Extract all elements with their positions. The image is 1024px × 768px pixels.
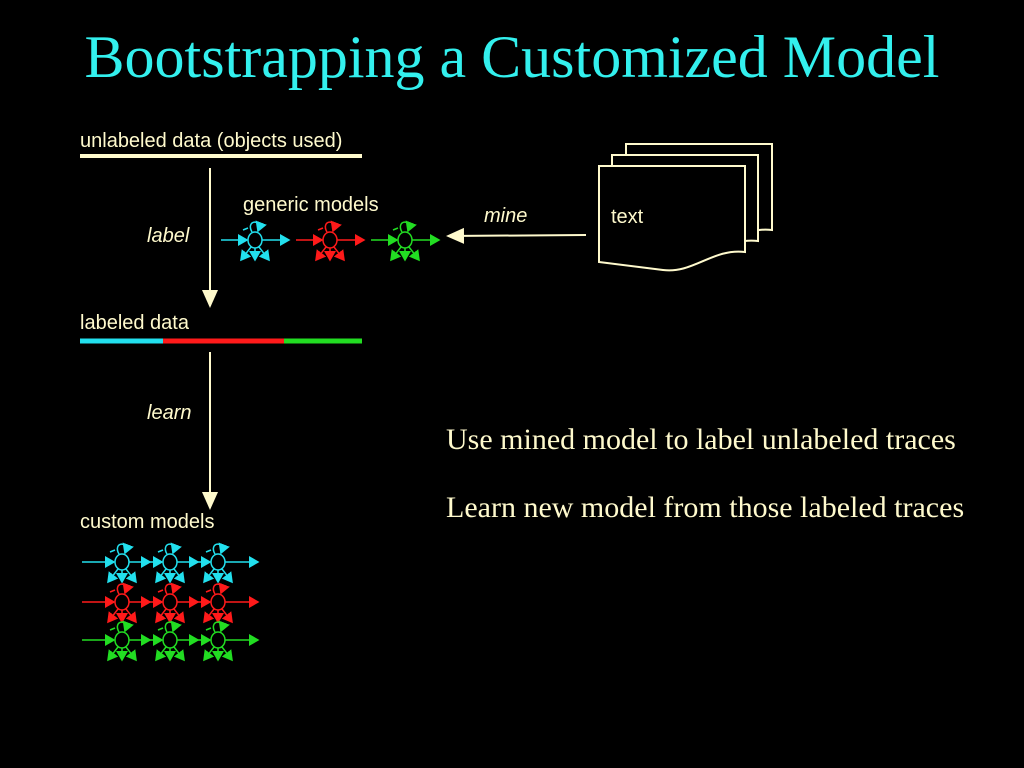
bullet-list: Use mined model to label unlabeled trace… <box>446 418 966 554</box>
slide-title: Bootstrapping a Customized Model <box>84 24 940 90</box>
custom-model-red-1 <box>82 582 152 624</box>
custom-models-label: custom models <box>80 511 215 533</box>
custom-model-green-3 <box>196 620 260 662</box>
unlabeled-data-label: unlabeled data (objects used) <box>80 130 343 152</box>
custom-model-green-2 <box>148 620 200 662</box>
bullet-1: Use mined model to label unlabeled trace… <box>446 423 956 456</box>
mine-step-label: mine <box>484 205 528 227</box>
custom-model-red-3 <box>196 582 260 624</box>
custom-model-cyan-2 <box>148 542 200 584</box>
custom-models <box>82 542 260 662</box>
labeled-data-label: labeled data <box>80 312 189 334</box>
custom-model-cyan-3 <box>196 542 260 584</box>
custom-model-green-1 <box>82 620 152 662</box>
custom-model-cyan-1 <box>82 542 152 584</box>
generic-models-label: generic models <box>243 194 379 216</box>
label-step-label: label <box>147 225 190 247</box>
generic-models <box>221 220 441 262</box>
learn-step-label: learn <box>147 402 192 424</box>
text-document-label: text <box>611 206 644 228</box>
generic-model-red <box>296 220 366 262</box>
generic-model-cyan <box>221 220 291 262</box>
custom-model-red-2 <box>148 582 200 624</box>
mine-arrow <box>446 227 587 244</box>
text-documents-stack <box>598 143 773 272</box>
bullet-2: Learn new model from those labeled trace… <box>446 491 965 524</box>
generic-model-green <box>371 220 441 262</box>
